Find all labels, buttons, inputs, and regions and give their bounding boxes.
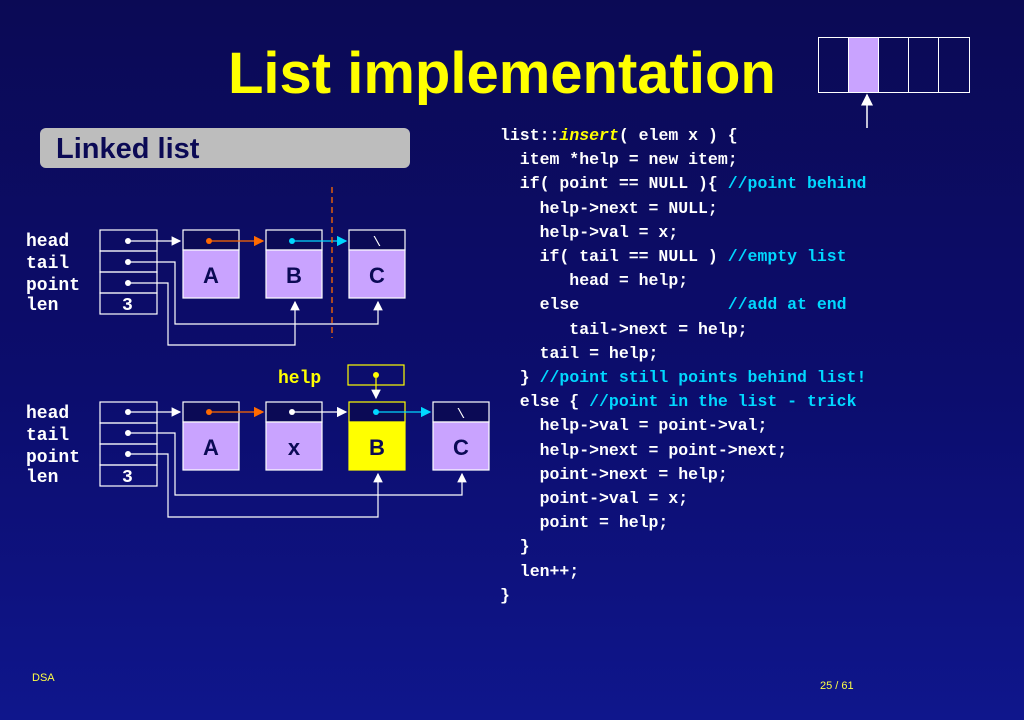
code-comment: //add at end bbox=[727, 295, 847, 315]
code-line: help->val = x; bbox=[500, 221, 866, 245]
code-text: ( elem x ) { bbox=[618, 126, 738, 145]
code-text: } bbox=[500, 585, 510, 605]
array-illustration bbox=[818, 37, 970, 93]
code-text: list:: bbox=[500, 126, 560, 145]
point-pointer bbox=[130, 453, 383, 518]
code-line: if( point == NULL ){ //point behind bbox=[500, 172, 867, 196]
footer-course: DSA bbox=[32, 672, 55, 684]
label-tail: tail bbox=[26, 254, 69, 274]
array-cell bbox=[879, 38, 909, 92]
code-line: } //point still points behind list! bbox=[500, 366, 867, 390]
code-line: help->val = point->val; bbox=[500, 414, 866, 438]
label-point: point bbox=[26, 448, 80, 468]
code-line: if( tail == NULL ) //empty list bbox=[500, 245, 866, 269]
code-text: len++; bbox=[500, 561, 580, 581]
code-line: tail->next = help; bbox=[500, 318, 866, 342]
code-text: point = help; bbox=[500, 513, 669, 533]
code-line: tail = help; bbox=[500, 342, 866, 366]
code-line: else //add at end bbox=[500, 293, 866, 317]
code-line: item *help = new item; bbox=[500, 148, 866, 172]
code-text: help->next = NULL; bbox=[500, 198, 718, 218]
code-text: help->val = point->val; bbox=[500, 416, 768, 436]
code-comment: //point behind bbox=[727, 174, 867, 194]
code-text: head = help; bbox=[500, 271, 689, 291]
svg-text:A: A bbox=[203, 263, 219, 288]
svg-text:A: A bbox=[203, 435, 219, 460]
label-tail: tail bbox=[26, 426, 69, 446]
label-help: help bbox=[278, 369, 321, 389]
code-text: if( point == NULL ){ bbox=[500, 174, 728, 194]
len-value: 3 bbox=[122, 468, 133, 488]
code-line: help->next = point->next; bbox=[500, 439, 866, 463]
code-line: } bbox=[500, 535, 866, 559]
slide-title: List implementation bbox=[228, 41, 776, 106]
tail-pointer bbox=[130, 432, 467, 496]
code-comment: //empty list bbox=[727, 247, 847, 267]
svg-text:x: x bbox=[288, 435, 301, 460]
tail-pointer bbox=[130, 261, 383, 325]
node-A: A bbox=[182, 229, 240, 299]
node-x: x bbox=[265, 401, 323, 471]
code-text: if( tail == NULL ) bbox=[500, 247, 728, 267]
label-head: head bbox=[26, 404, 69, 424]
footer-page-number: 25 / 61 bbox=[820, 680, 854, 692]
code-text: tail = help; bbox=[500, 343, 659, 363]
null-marker: \ bbox=[373, 235, 381, 251]
point-pointer bbox=[130, 282, 300, 346]
code-keyword: insert bbox=[559, 126, 619, 145]
code-line: else { //point in the list - trick bbox=[500, 390, 866, 414]
label-head: head bbox=[26, 232, 69, 252]
code-text: help->val = x; bbox=[500, 222, 679, 242]
section-heading: Linked list bbox=[40, 128, 410, 168]
len-value: 3 bbox=[122, 296, 133, 316]
code-line: list::insert( elem x ) { bbox=[500, 124, 866, 148]
code-text: } bbox=[500, 537, 530, 557]
svg-text:B: B bbox=[369, 435, 385, 460]
code-line: len++; bbox=[500, 560, 866, 584]
svg-text:C: C bbox=[453, 435, 469, 460]
code-line: head = help; bbox=[500, 269, 866, 293]
label-len: len bbox=[26, 296, 58, 316]
code-text: } bbox=[500, 368, 540, 388]
null-marker: \ bbox=[457, 407, 465, 423]
diagram-1: head tail point len 3 A B C \ bbox=[26, 187, 406, 346]
array-cell bbox=[909, 38, 939, 92]
code-line: point = help; bbox=[500, 511, 866, 535]
insert-code-listing: list::insert( elem x ) { item *help = ne… bbox=[500, 124, 866, 608]
node-B: B bbox=[265, 229, 323, 299]
code-text: tail->next = help; bbox=[500, 319, 748, 339]
node-C: C \ bbox=[432, 401, 490, 471]
code-line: point->val = x; bbox=[500, 487, 866, 511]
code-comment: //point still points behind list! bbox=[539, 368, 867, 388]
code-line: } bbox=[500, 584, 866, 608]
label-len: len bbox=[26, 468, 58, 488]
code-text: point->next = help; bbox=[500, 464, 728, 484]
array-cell bbox=[819, 38, 849, 92]
code-text: point->val = x; bbox=[500, 489, 689, 509]
label-point: point bbox=[26, 276, 80, 296]
code-text: item *help = new item; bbox=[500, 150, 738, 170]
code-line: point->next = help; bbox=[500, 463, 866, 487]
node-C: C \ bbox=[348, 229, 406, 299]
svg-text:C: C bbox=[369, 263, 385, 288]
code-comment: //point in the list - trick bbox=[589, 392, 857, 412]
code-text: else { bbox=[500, 392, 590, 412]
diagram-2: help head tail point len 3 A x B bbox=[26, 364, 490, 518]
code-text: else bbox=[500, 295, 728, 315]
code-line: help->next = NULL; bbox=[500, 197, 866, 221]
array-cell-highlighted bbox=[849, 38, 879, 92]
svg-text:B: B bbox=[286, 263, 302, 288]
code-text: help->next = point->next; bbox=[500, 440, 788, 460]
